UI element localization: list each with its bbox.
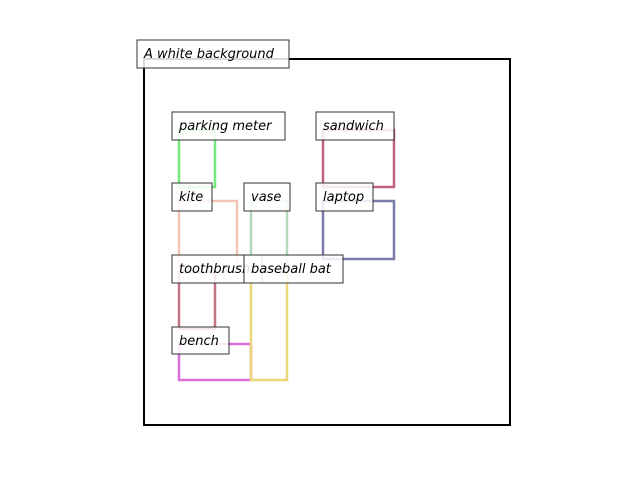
label-laptop-text: laptop xyxy=(323,190,364,205)
label-kite: kite xyxy=(171,182,213,212)
label-bench-text: bench xyxy=(179,334,219,349)
label-toothbrush-text: toothbrush xyxy=(179,262,250,277)
label-laptop: laptop xyxy=(315,182,374,212)
label-kite-text: kite xyxy=(179,190,203,205)
label-baseball-bat: baseball bat xyxy=(243,254,344,284)
label-vase-text: vase xyxy=(251,190,281,205)
label-baseball-bat-text: baseball bat xyxy=(251,262,332,277)
label-parking-meter-text: parking meter xyxy=(178,119,273,134)
label-bench: bench xyxy=(171,326,230,355)
label-background: A white background xyxy=(136,39,290,69)
label-parking-meter: parking meter xyxy=(171,111,286,141)
label-vase: vase xyxy=(243,182,291,212)
box-baseball-bat xyxy=(249,270,289,382)
label-sandwich-text: sandwich xyxy=(323,119,384,134)
label-sandwich: sandwich xyxy=(315,111,395,141)
label-background-text: A white background xyxy=(143,47,275,62)
canvas-frame xyxy=(143,58,511,426)
